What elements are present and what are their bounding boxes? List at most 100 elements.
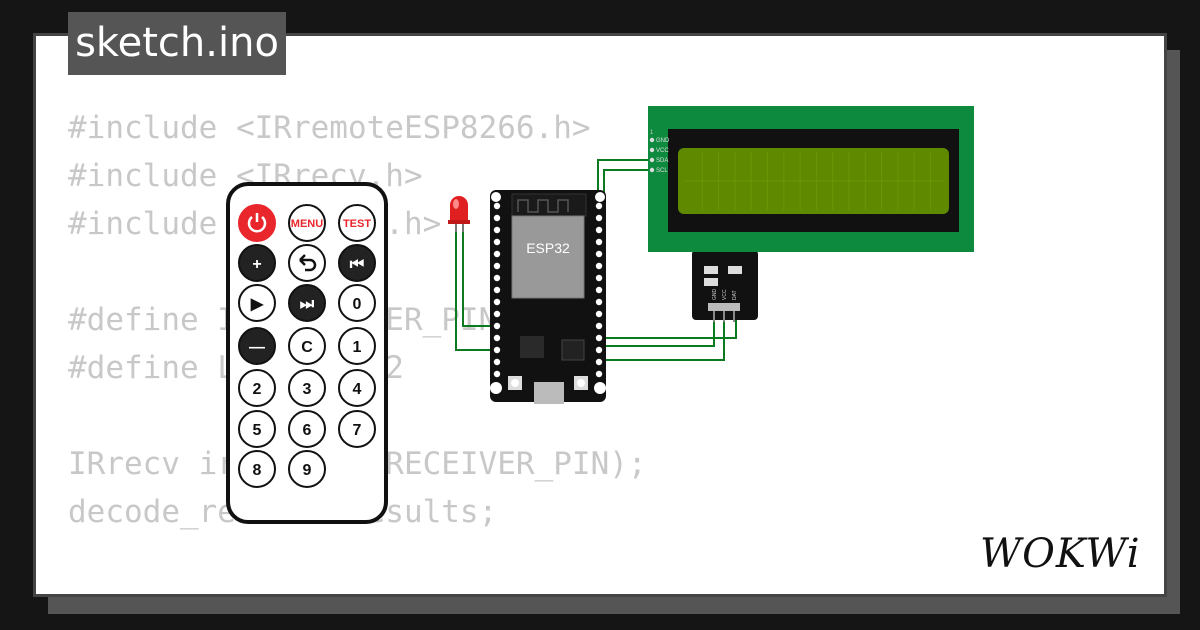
lcd-pin-label: GND bbox=[656, 138, 670, 144]
lcd-pin-label: SCL bbox=[656, 168, 668, 174]
esp32-pin[interactable] bbox=[493, 274, 501, 282]
esp32-pin[interactable] bbox=[595, 298, 603, 306]
menu-button[interactable]: MENU bbox=[288, 204, 326, 242]
digit-6-button-label: 6 bbox=[303, 422, 312, 439]
esp32-label: ESP32 bbox=[526, 240, 570, 256]
menu-button-label: MENU bbox=[291, 218, 323, 230]
digit-9-button-label: 9 bbox=[303, 462, 312, 479]
esp32-pin[interactable] bbox=[493, 346, 501, 354]
clear-button-label: C bbox=[301, 339, 313, 356]
lcd-pin[interactable] bbox=[649, 147, 655, 153]
esp32-pin[interactable] bbox=[493, 262, 501, 270]
esp32-pin[interactable] bbox=[493, 322, 501, 330]
back-arrow-icon bbox=[299, 254, 317, 272]
esp32-pin[interactable] bbox=[595, 334, 603, 342]
esp32-pin[interactable] bbox=[595, 250, 603, 258]
esp32-pin[interactable] bbox=[493, 202, 501, 210]
wire-lcd-sda bbox=[597, 159, 652, 301]
test-button-label: TEST bbox=[343, 218, 371, 230]
clear-button[interactable]: C bbox=[288, 327, 326, 365]
esp32-pin[interactable] bbox=[493, 334, 501, 342]
back-button[interactable] bbox=[288, 244, 326, 282]
esp32-pin[interactable] bbox=[493, 286, 501, 294]
esp32-pin[interactable] bbox=[595, 202, 603, 210]
wire-ir-dat bbox=[600, 312, 725, 361]
prev-button[interactable]: ⏮ bbox=[338, 244, 376, 282]
red-led[interactable] bbox=[448, 196, 470, 232]
esp32-pin[interactable] bbox=[493, 226, 501, 234]
esp32-pin[interactable] bbox=[493, 358, 501, 366]
digit-7-button-label: 7 bbox=[353, 422, 362, 439]
esp32-pin[interactable] bbox=[493, 370, 501, 378]
minus-button[interactable]: — bbox=[238, 327, 276, 365]
esp32-pin[interactable] bbox=[493, 250, 501, 258]
lcd-pin-label: SDA bbox=[656, 158, 668, 164]
digit-3-button[interactable]: 3 bbox=[288, 369, 326, 407]
lcd-pin[interactable] bbox=[649, 137, 655, 143]
esp32-pin[interactable] bbox=[595, 310, 603, 318]
digit-8-button-label: 8 bbox=[253, 462, 262, 479]
ir-pin-vcc: VCC bbox=[722, 289, 728, 300]
lcd-pin1-marker: 1 bbox=[650, 130, 654, 136]
lcd-pin[interactable] bbox=[649, 167, 655, 173]
lcd-pin-label: VCC bbox=[656, 148, 669, 154]
esp32-pin[interactable] bbox=[595, 322, 603, 330]
test-button[interactable]: TEST bbox=[338, 204, 376, 242]
next-button[interactable]: ⏭ bbox=[288, 284, 326, 322]
ir-pin-dat: DAT bbox=[732, 290, 738, 300]
esp32-board[interactable]: ESP32 bbox=[490, 190, 606, 404]
ir-pin-gnd: GND bbox=[712, 289, 718, 301]
code-line: void setup() { bbox=[68, 584, 647, 594]
wire-led-gnd bbox=[455, 228, 495, 351]
esp32-pin[interactable] bbox=[595, 286, 603, 294]
esp32-pin[interactable] bbox=[595, 370, 603, 378]
esp32-pin[interactable] bbox=[595, 274, 603, 282]
wire-led bbox=[462, 228, 495, 327]
play-button-label: ▶ bbox=[250, 296, 264, 313]
play-button[interactable]: ▶ bbox=[238, 284, 276, 322]
plus-button[interactable]: + bbox=[238, 244, 276, 282]
digit-1-button-label: 1 bbox=[353, 339, 362, 356]
digit-8-button[interactable]: 8 bbox=[238, 450, 276, 488]
digit-4-button[interactable]: 4 bbox=[338, 369, 376, 407]
power-button[interactable] bbox=[238, 204, 276, 242]
esp32-pin[interactable] bbox=[595, 346, 603, 354]
esp32-pin[interactable] bbox=[595, 214, 603, 222]
next-button-label: ⏭ bbox=[300, 296, 315, 313]
wire-lcd-scl bbox=[600, 169, 652, 291]
wokwi-logo: WOKWi bbox=[980, 531, 1141, 577]
minus-button-label: — bbox=[249, 339, 265, 356]
wire-ir-gnd bbox=[600, 312, 715, 347]
digit-7-button[interactable]: 7 bbox=[338, 410, 376, 448]
digit-0-button[interactable]: 0 bbox=[338, 284, 376, 322]
ir-remote[interactable]: MENU TEST + ⏮ ▶ ⏭ 0 — C 1 2 3 4 5 6 7 8 9 bbox=[226, 182, 388, 524]
prev-button-label: ⏮ bbox=[350, 256, 364, 273]
digit-5-button[interactable]: 5 bbox=[238, 410, 276, 448]
esp32-pin[interactable] bbox=[595, 358, 603, 366]
ir-receiver[interactable]: GND VCC DAT bbox=[692, 250, 758, 322]
digit-6-button[interactable]: 6 bbox=[288, 410, 326, 448]
esp32-pin[interactable] bbox=[493, 298, 501, 306]
digit-0-button-label: 0 bbox=[353, 296, 362, 313]
digit-3-button-label: 3 bbox=[303, 381, 312, 398]
esp32-pin[interactable] bbox=[595, 262, 603, 270]
digit-5-button-label: 5 bbox=[253, 422, 262, 439]
esp32-pin[interactable] bbox=[493, 238, 501, 246]
file-tab[interactable]: sketch.ino bbox=[68, 12, 286, 75]
wokwi-logo-text: WOKWi bbox=[980, 531, 1141, 577]
lcd-pin[interactable] bbox=[649, 157, 655, 163]
esp32-pin[interactable] bbox=[595, 226, 603, 234]
digit-2-button[interactable]: 2 bbox=[238, 369, 276, 407]
plus-button-label: + bbox=[252, 256, 261, 273]
power-icon bbox=[247, 213, 267, 233]
esp32-pin[interactable] bbox=[493, 310, 501, 318]
esp32-pin[interactable] bbox=[493, 214, 501, 222]
code-line: #include <IRremoteESP8266.h> bbox=[68, 110, 591, 146]
digit-9-button[interactable]: 9 bbox=[288, 450, 326, 488]
wires bbox=[455, 159, 737, 361]
digit-1-button[interactable]: 1 bbox=[338, 327, 376, 365]
lcd-1602[interactable]: 1 GND VCC SDA SCL bbox=[648, 106, 974, 252]
esp32-pin[interactable] bbox=[595, 238, 603, 246]
digit-2-button-label: 2 bbox=[253, 381, 262, 398]
